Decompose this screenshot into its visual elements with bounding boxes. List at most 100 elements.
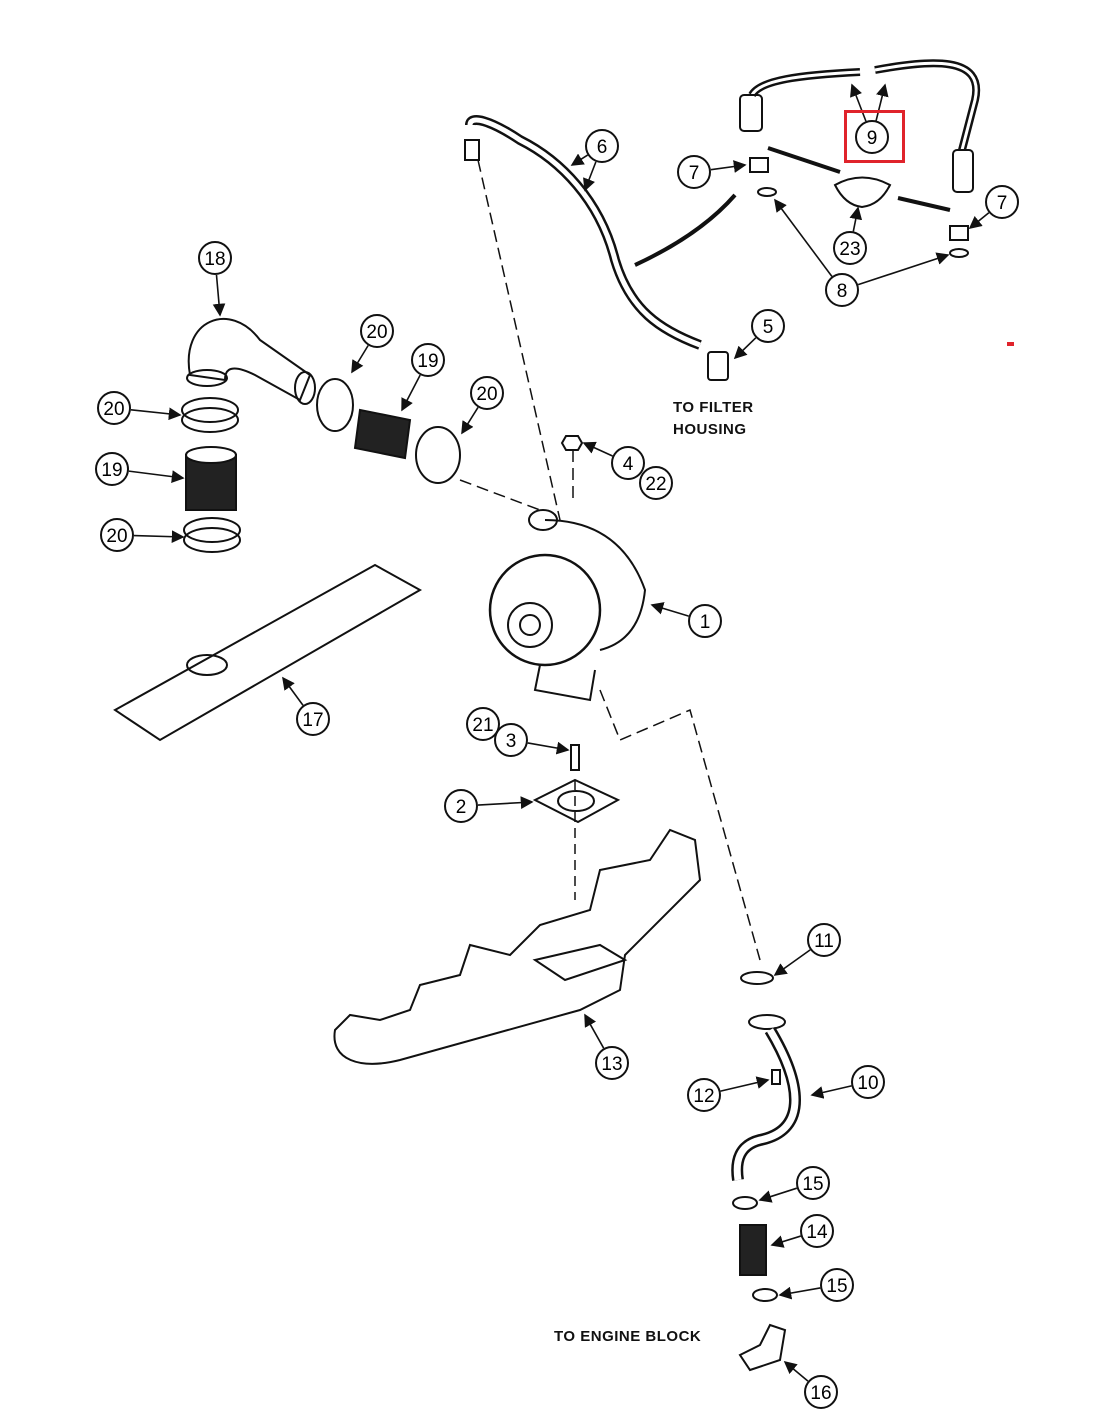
- callout-number: 20: [366, 322, 387, 343]
- callout-13: 13: [595, 1046, 629, 1080]
- callout-circle: [411, 343, 445, 377]
- leader-arrow: [128, 470, 185, 483]
- leader-arrow: [584, 1013, 605, 1049]
- callout-18: 18: [198, 241, 232, 275]
- callout-8: 8: [825, 273, 859, 307]
- callout-highlight-box: [844, 110, 905, 163]
- callout-circle: [751, 309, 785, 343]
- callout-10: 10: [851, 1065, 885, 1099]
- callout-number: 2: [456, 797, 467, 818]
- callout-11: 11: [807, 923, 841, 957]
- callout-9: 9: [855, 120, 889, 154]
- callout-12: 12: [687, 1078, 721, 1112]
- leader-arrow: [570, 153, 589, 166]
- callout-number: 12: [693, 1086, 714, 1107]
- callout-2: 2: [444, 789, 478, 823]
- leader-arrow: [583, 161, 597, 192]
- callout-19: 19: [95, 452, 129, 486]
- leader-arrow: [461, 406, 479, 435]
- callout-circle: [444, 789, 478, 823]
- callout-number: 9: [867, 128, 878, 149]
- callout-20: 20: [100, 518, 134, 552]
- callout-number: 19: [101, 460, 122, 481]
- callout-6: 6: [585, 129, 619, 163]
- leader-arrow: [527, 741, 570, 755]
- callout-number: 18: [204, 249, 225, 270]
- callout-circle: [611, 446, 645, 480]
- callout-5: 5: [751, 309, 785, 343]
- callout-20: 20: [470, 376, 504, 410]
- callout-circle: [688, 604, 722, 638]
- red-mark: [1007, 342, 1014, 346]
- callout-circle: [800, 1214, 834, 1248]
- callout-circle: [296, 702, 330, 736]
- callout-20: 20: [360, 314, 394, 348]
- leader-arrow: [770, 1235, 802, 1248]
- leader-arrow: [850, 83, 867, 122]
- callout-number: 8: [837, 281, 848, 302]
- callout-number: 17: [302, 710, 323, 731]
- callout-23: 23: [833, 231, 867, 265]
- leader-arrow: [875, 83, 889, 121]
- callout-number: 23: [839, 239, 860, 260]
- callout-number: 11: [814, 931, 834, 952]
- oil-hose-6: [465, 115, 702, 350]
- callout-number: 3: [506, 731, 517, 752]
- callout-17: 17: [296, 702, 330, 736]
- exhaust-manifold: [333, 828, 702, 1065]
- callout-circle: [833, 231, 867, 265]
- leader-arrow: [774, 198, 833, 277]
- callout-circle: [639, 466, 673, 500]
- callout-number: 16: [810, 1383, 831, 1404]
- callout-14: 14: [800, 1214, 834, 1248]
- callout-circle: [796, 1166, 830, 1200]
- callout-number: 1: [700, 612, 711, 633]
- leader-arrow: [401, 374, 421, 412]
- callout-circle: [585, 129, 619, 163]
- callout-19: 19: [411, 343, 445, 377]
- label-filter-line2: HOUSING: [673, 421, 747, 438]
- leader-arrow: [778, 1286, 821, 1300]
- callout-1: 1: [688, 604, 722, 638]
- callout-number: 4: [623, 454, 634, 475]
- callout-circle: [95, 452, 129, 486]
- leader-arrow: [810, 1085, 852, 1099]
- callout-circle: [198, 241, 232, 275]
- callout-number: 5: [763, 317, 774, 338]
- callout-circle: [466, 707, 500, 741]
- leader-arrow: [849, 206, 863, 232]
- callout-number: 14: [806, 1222, 828, 1243]
- callout-circle: [687, 1078, 721, 1112]
- leader-arrow: [710, 160, 747, 173]
- callout-number: 21: [472, 715, 493, 736]
- callout-7: 7: [677, 155, 711, 189]
- leader-arrow: [282, 676, 304, 706]
- callout-7: 7: [985, 185, 1019, 219]
- leader-arrow: [968, 212, 990, 230]
- callout-number: 19: [417, 351, 438, 372]
- callout-circle: [855, 120, 889, 154]
- callout-number: 20: [476, 384, 497, 405]
- leader-arrow: [212, 274, 226, 317]
- callout-22: 22: [639, 466, 673, 500]
- callout-circle: [100, 518, 134, 552]
- leader-arrow: [130, 407, 182, 421]
- label-to-filter-housing: TO FILTER HOUSING: [673, 397, 754, 441]
- callout-15: 15: [796, 1166, 830, 1200]
- callout-circle: [804, 1375, 838, 1409]
- callout-number: 13: [601, 1054, 622, 1075]
- leader-arrow: [650, 602, 689, 617]
- leader-arrow: [857, 252, 950, 286]
- callout-number: 20: [103, 399, 124, 420]
- callout-circle: [97, 391, 131, 425]
- callout-number: 7: [689, 163, 700, 184]
- gasket-17: [113, 563, 423, 742]
- callout-number: 22: [645, 474, 666, 495]
- leader-arrow: [773, 949, 811, 976]
- callout-circle: [851, 1065, 885, 1099]
- label-filter-line1: TO FILTER: [673, 399, 754, 416]
- callout-number: 15: [826, 1276, 847, 1297]
- callout-circle: [360, 314, 394, 348]
- leader-arrow: [783, 1360, 809, 1382]
